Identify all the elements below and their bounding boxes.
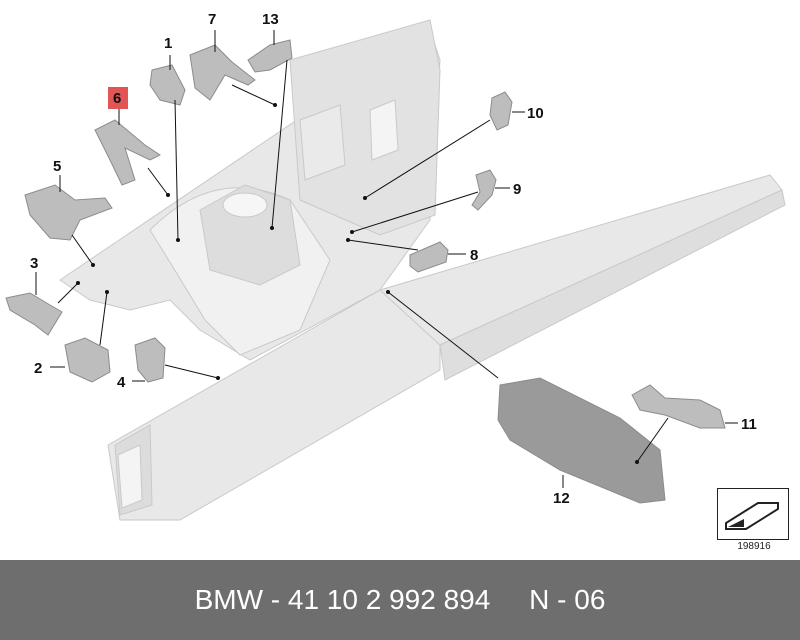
callout-13: 13 [262, 11, 279, 28]
part-8 [409, 241, 449, 273]
callout-6: 6 [113, 90, 121, 107]
callout-10: 10 [527, 105, 544, 122]
part-9 [471, 169, 497, 211]
callout-3: 3 [30, 255, 38, 272]
part-1 [149, 64, 186, 106]
part-13 [247, 39, 293, 73]
callout-4: 4 [117, 374, 126, 391]
part-2 [64, 337, 111, 383]
leader-lines [35, 30, 738, 488]
callout-6-highlight [108, 87, 128, 109]
part-11 [631, 384, 726, 429]
part-4 [134, 337, 166, 383]
part-number-text: BMW - 41 10 2 992 894 N - 06 [194, 584, 606, 615]
callout-11: 11 [741, 416, 757, 433]
callout-2: 2 [34, 360, 42, 377]
part-3 [5, 292, 63, 336]
part-7 [189, 44, 256, 101]
diagram-code: 198916 [737, 541, 771, 552]
callout-5: 5 [53, 158, 61, 175]
part-12 [497, 377, 666, 504]
footer-bar: BMW - 41 10 2 992 894 N - 06 [0, 560, 800, 640]
parts [5, 39, 726, 504]
callout-8: 8 [470, 247, 478, 264]
arrow-corner-icon [725, 502, 779, 530]
callout-1: 1 [164, 35, 172, 52]
part-5 [24, 184, 113, 241]
callout-labels: 1 2 3 4 5 6 7 8 9 10 11 12 13 [30, 11, 757, 507]
orientation-box [717, 488, 789, 540]
part-10 [489, 91, 513, 131]
part-6 [94, 119, 161, 186]
callout-7: 7 [208, 11, 216, 28]
callout-12: 12 [553, 490, 570, 507]
parts-diagram: 1 2 3 4 5 6 7 8 9 10 11 12 13 [5, 11, 786, 521]
callout-9: 9 [513, 181, 521, 198]
body-structure [59, 19, 786, 521]
